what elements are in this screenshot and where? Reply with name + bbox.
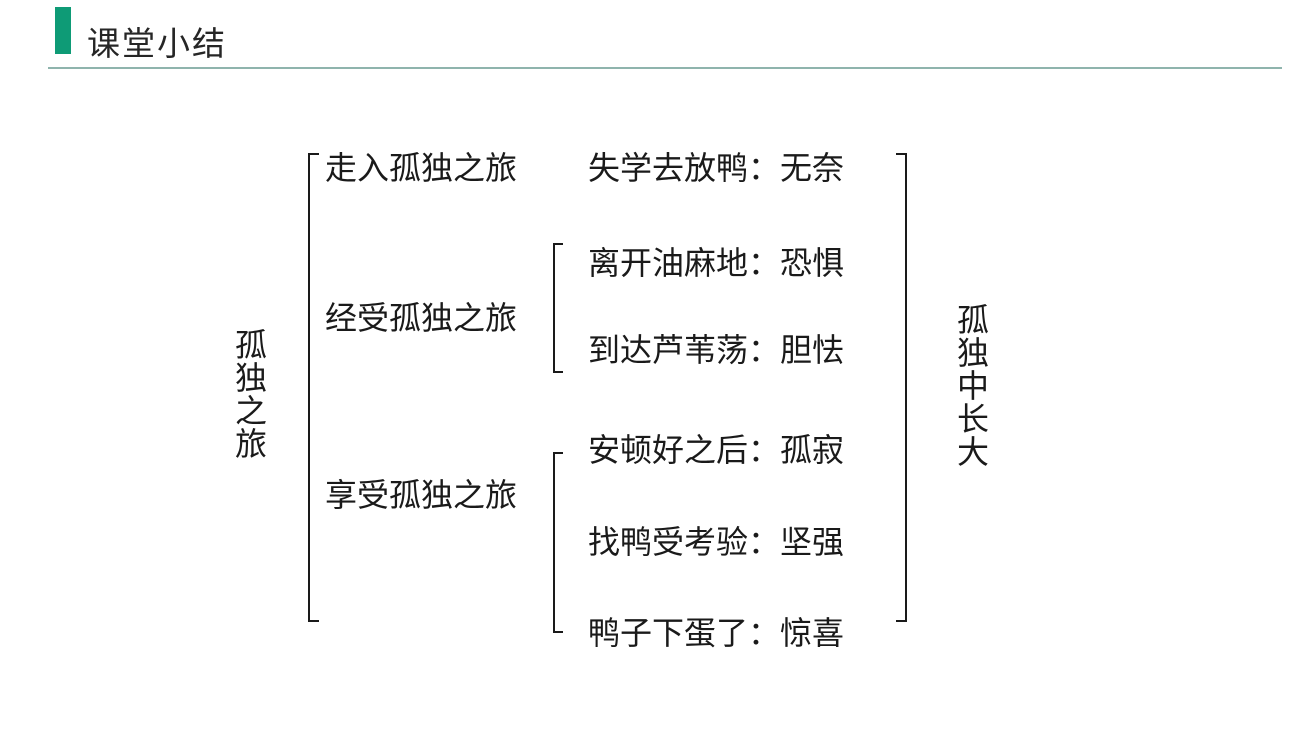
slide-title: 课堂小结 (87, 25, 227, 62)
leaf-item: 鸭子下蛋了：惊喜 (588, 615, 845, 651)
title-accent-bar (55, 7, 71, 54)
outer-right-bracket (896, 153, 907, 622)
leaf-item: 找鸭受考验：坚强 (588, 524, 845, 560)
leaf-item: 到达芦苇荡：胆怯 (588, 332, 845, 368)
diagram-root-label: 孤独之旅 (231, 328, 267, 460)
diagram-conclusion-label: 孤独中长大 (953, 303, 989, 468)
leaf-item: 失学去放鸭：无奈 (588, 150, 845, 186)
branch-label-enter: 走入孤独之旅 (325, 150, 518, 186)
branch-label-enjoy: 享受孤独之旅 (325, 477, 518, 513)
leaf-item: 离开油麻地：恐惧 (588, 245, 845, 281)
branch-enjoy-bracket (553, 452, 563, 633)
outer-left-bracket (308, 153, 319, 622)
title-divider-line (48, 67, 1282, 69)
branch-label-endure: 经受孤独之旅 (325, 300, 518, 336)
leaf-item: 安顿好之后：孤寂 (588, 432, 845, 468)
branch-endure-bracket (553, 243, 563, 373)
